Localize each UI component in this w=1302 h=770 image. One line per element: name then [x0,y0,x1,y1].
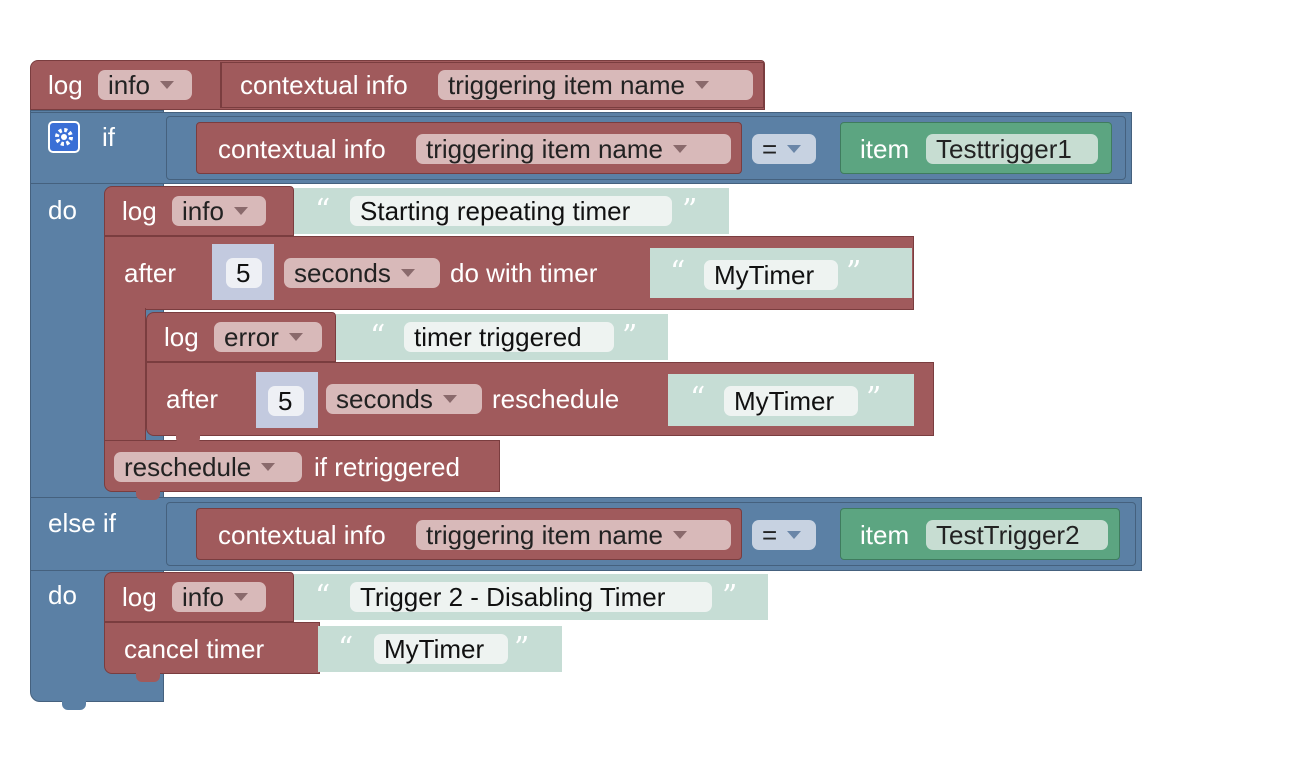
timer-do-with-label: do with timer [450,258,598,288]
cancel-timer-label: cancel timer [124,634,265,664]
cond1-item-label: item [860,134,910,164]
triangle-down-icon [787,531,802,539]
cancel-timer-block[interactable] [104,622,320,674]
top-log-label: log [48,70,83,100]
gear-icon[interactable] [48,121,80,153]
inner-after-action: reschedule [492,384,620,414]
quote-close-icon: ” [514,631,530,666]
retrigger-dropdown[interactable]: reschedule [114,452,302,482]
b2-log-text[interactable]: Trigger 2 - Disabling Timer [350,582,712,612]
triangle-down-icon [787,145,802,153]
inner-log-level-dropdown[interactable]: error [214,322,322,352]
inner-after-bottom-nub [176,434,200,444]
quote-open-icon: “ [338,631,354,666]
cancel-timer-name[interactable]: MyTimer [374,634,508,664]
top-ctx-dropdown[interactable]: triggering item name [438,70,753,100]
triangle-down-icon [442,395,457,403]
elseif-label: else if [48,508,116,538]
inner-after-unit: seconds [336,384,433,414]
quote-close-icon: ” [866,381,882,416]
top-ctx-label: contextual info [240,70,408,100]
inner-after-unit-dropdown[interactable]: seconds [326,384,482,414]
inner-after-name[interactable]: MyTimer [724,386,858,416]
quote-open-icon: “ [690,381,706,416]
timer-amount[interactable]: 5 [226,258,262,288]
if-block-bottom-nub [62,700,86,710]
cond2-ctx-value: triggering item name [426,520,663,550]
cond2-operator: = [762,520,778,550]
inner-log-text[interactable]: timer triggered [404,322,614,352]
cond2-ctx-dropdown[interactable]: triggering item name [416,520,731,550]
b2-log-label: log [122,582,157,612]
timer-name[interactable]: MyTimer [704,260,838,290]
cond2-operator-dropdown[interactable]: = [752,520,816,550]
inner-after-amount[interactable]: 5 [268,386,304,416]
cond1-operator-dropdown[interactable]: = [752,134,816,164]
do-label: do [48,195,77,225]
if-label: if [102,122,115,152]
b1-log-level-dropdown[interactable]: info [172,196,266,226]
cancel-bottom-nub [136,672,160,682]
b1-log-label: log [122,196,157,226]
triangle-down-icon [673,145,687,153]
triangle-down-icon [673,531,687,539]
inner-after-label: after [166,384,219,414]
b1-log-level: info [182,196,224,226]
cond1-ctx-label: contextual info [218,134,386,164]
triangle-down-icon [233,207,248,215]
quote-open-icon: “ [670,255,686,290]
timer-unit-dropdown[interactable]: seconds [284,258,440,288]
b2-log-level: info [182,582,224,612]
quote-open-icon: “ [370,319,386,354]
quote-close-icon: ” [622,319,638,354]
inner-log-label: log [164,322,199,352]
timer-unit: seconds [294,258,391,288]
cond2-ctx-label: contextual info [218,520,386,550]
cond2-item-label: item [860,520,910,550]
cond1-operator: = [762,134,778,164]
top-log-level-dropdown[interactable]: info [98,70,192,100]
b2-log-level-dropdown[interactable]: info [172,582,266,612]
top-log-level: info [108,70,150,100]
triangle-down-icon [159,81,174,89]
retrigger-label: if retriggered [314,452,460,482]
cond1-ctx-dropdown[interactable]: triggering item name [416,134,731,164]
top-ctx-value: triggering item name [448,70,685,100]
quote-close-icon: ” [722,579,738,614]
inner-log-level: error [224,322,279,352]
triangle-down-icon [261,463,276,471]
quote-open-icon: “ [315,193,331,228]
triangle-down-icon [695,81,709,89]
cond1-item-name[interactable]: Testtrigger1 [926,134,1098,164]
quote-open-icon: “ [315,579,331,614]
quote-close-icon: ” [846,255,862,290]
timer-block-body [104,308,146,442]
retrigger-option: reschedule [124,452,252,482]
triangle-down-icon [233,593,248,601]
cond2-item-name[interactable]: TestTrigger2 [926,520,1108,550]
b1-log-text[interactable]: Starting repeating timer [350,196,672,226]
do-label-2: do [48,580,77,610]
triangle-down-icon [400,269,415,277]
triangle-down-icon [288,333,303,341]
quote-close-icon: ” [682,193,698,228]
timer-after-label: after [124,258,177,288]
timer-bottom-nub [136,490,160,500]
cond1-ctx-value: triggering item name [426,134,663,164]
